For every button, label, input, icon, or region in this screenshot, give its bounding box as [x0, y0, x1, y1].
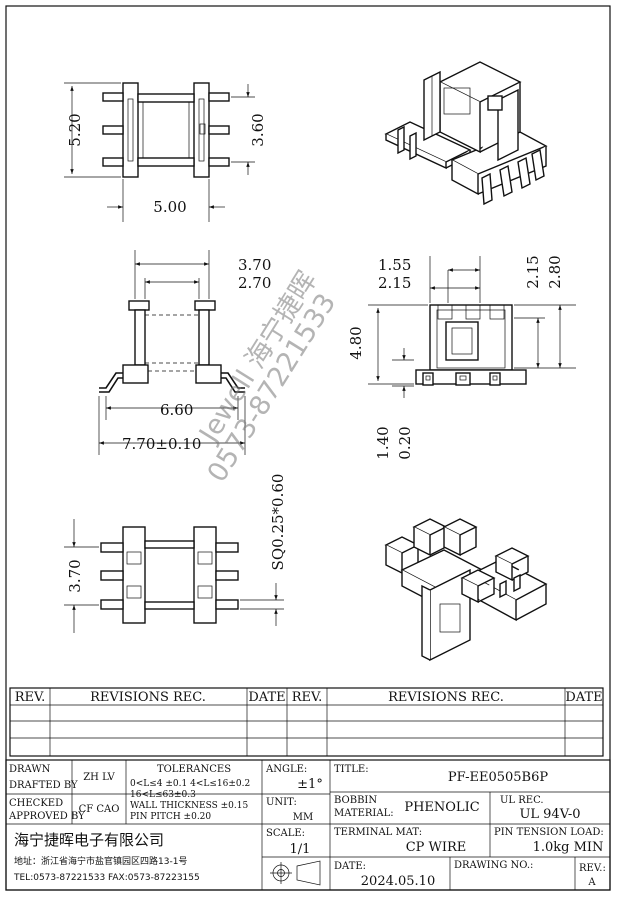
- company-name: 海宁捷晖电子有限公司: [14, 831, 164, 849]
- dim-3-60: 3.60: [249, 113, 267, 146]
- drawn-label: DRAWN: [9, 764, 51, 775]
- front-view: [98, 250, 246, 455]
- date-header-left: DATE: [248, 690, 285, 705]
- date-header-right: DATE: [565, 690, 602, 705]
- drafted-by: ZH LV: [83, 772, 115, 783]
- pin-tension-value: 1.0kg MIN: [533, 840, 604, 855]
- date-label: DATE:: [334, 861, 366, 872]
- unit-label: UNIT:: [266, 797, 297, 808]
- dim-0-20: 0.20: [396, 426, 414, 459]
- checked-label: CHECKED: [9, 798, 63, 809]
- dim-pin-square: SQ0.25*0.60: [269, 474, 287, 571]
- revisions-table: [9, 687, 604, 757]
- date-value: 2024.05.10: [361, 874, 435, 889]
- dim-5-20: 5.20: [66, 113, 84, 146]
- rev-header-left: REV.: [15, 690, 46, 705]
- approved-by: CF CAO: [79, 804, 120, 815]
- rev-header-right: REV.: [292, 690, 323, 705]
- bobbin-label-2: MATERIAL:: [334, 808, 394, 819]
- approved-label: APPROVED BY: [8, 811, 85, 822]
- rev-value: A: [587, 877, 596, 888]
- company-contact: TEL:0573-87221533 FAX:0573-87223155: [13, 873, 200, 883]
- title-value: PF-EE0505B6P: [448, 770, 548, 785]
- dim-4-80: 4.80: [347, 326, 365, 359]
- rec-header-right: REVISIONS REC.: [388, 690, 504, 705]
- title-label: TITLE:: [334, 764, 369, 775]
- dim-1-40: 1.40: [374, 426, 392, 459]
- top-view: [64, 82, 255, 222]
- scale-value: 1/1: [290, 842, 311, 857]
- rev-label: REV.:: [579, 863, 606, 874]
- dim-2-15-v: 2.15: [524, 255, 542, 288]
- dim-2-80: 2.80: [546, 255, 564, 288]
- angle-value: ±1°: [297, 777, 323, 792]
- terminal-label: TERMINAL MAT:: [334, 827, 422, 838]
- first-angle-projection-icon: [270, 860, 321, 886]
- angle-label: ANGLE:: [265, 764, 307, 775]
- isometric-view-bottom: [384, 518, 548, 662]
- isometric-view-top: [384, 61, 548, 206]
- tolerances-label: TOLERANCES: [157, 764, 231, 775]
- dim-2-70: 2.70: [238, 274, 271, 292]
- tolerance-line-4: PIN PITCH ±0.20: [130, 812, 211, 822]
- drafted-label: DRAFTED BY: [9, 780, 78, 791]
- dim-2-15-h: 2.15: [378, 274, 411, 292]
- tolerance-line-3: WALL THICKNESS ±0.15: [130, 801, 248, 811]
- bobbin-value: PHENOLIC: [404, 800, 479, 815]
- side-view: [368, 256, 576, 398]
- unit-value: MM: [293, 812, 313, 823]
- dim-7-70: 7.70±0.10: [122, 435, 201, 453]
- bobbin-label-1: BOBBIN: [334, 795, 377, 806]
- dim-3-70-bottom: 3.70: [66, 559, 84, 592]
- tolerance-line-1: 0<L≤4 ±0.1 4<L≤16±0.2: [130, 779, 250, 789]
- company-address: 地址：浙江省海宁市盐官镇园区四路13-1号: [14, 855, 187, 867]
- rec-header-left: REVISIONS REC.: [90, 690, 206, 705]
- dim-3-70-top: 3.70: [238, 256, 271, 274]
- bottom-view: [64, 519, 284, 633]
- title-block: [5, 759, 611, 891]
- tolerance-line-2: 16<L≤63±0.3: [130, 790, 196, 800]
- dim-1-55: 1.55: [378, 256, 411, 274]
- scale-label: SCALE:: [266, 828, 305, 839]
- ul-label: UL REC.: [500, 795, 544, 806]
- dim-5-00: 5.00: [153, 198, 186, 216]
- pin-tension-label: PIN TENSION LOAD:: [494, 827, 604, 838]
- drawing-no-label: DRAWING NO.:: [454, 860, 533, 871]
- terminal-value: CP WIRE: [406, 840, 467, 855]
- ul-value: UL 94V-0: [519, 807, 580, 822]
- dim-6-60: 6.60: [160, 401, 193, 419]
